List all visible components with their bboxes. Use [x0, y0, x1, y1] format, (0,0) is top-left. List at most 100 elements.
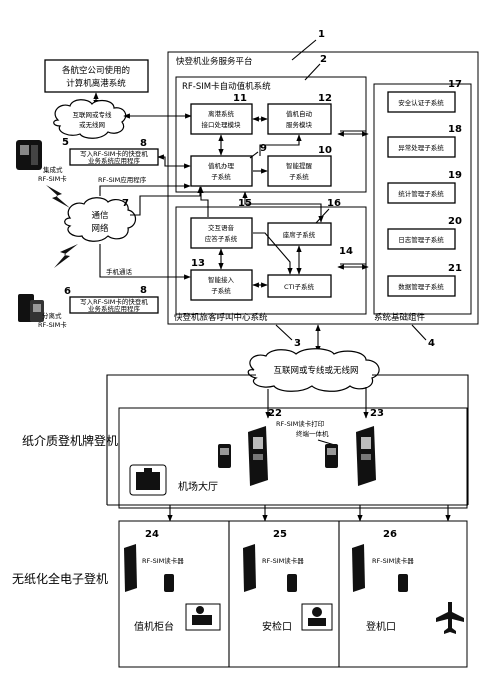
reader-icon	[352, 544, 365, 592]
label-17: 17	[448, 79, 462, 90]
basic-components-title: 系统基础组件	[374, 312, 426, 323]
paperless-box	[118, 520, 468, 668]
counter-icon	[185, 603, 221, 631]
cti-label: CTI子系统	[284, 282, 314, 291]
link-arrow-upper	[337, 130, 369, 137]
internet-top-line1: 互联网或专线	[73, 110, 113, 119]
phone-icon	[287, 574, 297, 592]
app-integrated-line2: 业务系统应用程序	[88, 156, 141, 165]
basic-components-box	[373, 83, 472, 315]
app-integrated-line1: 写入RF-SIM卡的快登机	[80, 149, 148, 158]
dcs-interface-box	[190, 103, 253, 135]
exception-box	[387, 136, 456, 158]
agent-box	[267, 222, 332, 246]
kiosk-line2: 终端一体机	[296, 429, 329, 438]
reader-icon	[243, 544, 256, 592]
label-8b: 8	[140, 285, 147, 296]
link-arrow-lower	[337, 263, 369, 270]
smart-reminder-box	[267, 155, 332, 187]
smart-access-box	[190, 269, 253, 301]
smart-access-line2: 子系统	[211, 286, 231, 295]
auto-checkin-line2: 服务模块	[286, 120, 313, 129]
paper-boarding-title: 纸介质登机牌登机	[22, 433, 118, 448]
rfsim-app-label: RF-SIM应用程序	[98, 175, 147, 184]
label-13: 13	[191, 258, 205, 269]
security-auth-label: 安全认证子系统	[398, 98, 444, 107]
security-gate-label: 安检口	[262, 620, 292, 633]
label-11: 11	[233, 93, 247, 104]
airport-hall-box	[118, 407, 468, 509]
internet-top-line2: 或无线网	[79, 120, 105, 129]
label-2: 2	[320, 54, 327, 65]
exception-label: 异常处理子系统	[398, 143, 444, 152]
airline-dcs-line2: 计算机离港系统	[66, 78, 126, 89]
data-mgmt-label: 数据管理子系统	[398, 282, 444, 291]
auto-checkin-box	[267, 103, 332, 135]
reader-label-26: RF-SIM读卡器	[372, 556, 414, 565]
label-3: 3	[294, 338, 301, 349]
kiosk-line1: RF-SIM读卡打印	[276, 419, 324, 428]
phone-icon	[398, 574, 408, 592]
lightning-icon	[54, 244, 78, 268]
label-20: 20	[448, 216, 462, 227]
comm-network-line1: 通信	[91, 210, 109, 221]
ivr-line2: 应答子系统	[205, 234, 238, 243]
lightning-icon	[46, 185, 70, 208]
label-1: 1	[318, 29, 325, 40]
auto-checkin-line1: 值机自动	[286, 109, 313, 118]
data-mgmt-box	[387, 275, 456, 297]
log-mgmt-label: 日志管理子系统	[398, 235, 444, 244]
dcs-interface-line1: 离港系统	[208, 109, 235, 118]
suitcase-icon	[129, 464, 167, 496]
phone-icon	[164, 574, 174, 592]
phone-icon	[18, 294, 44, 322]
security-auth-box	[387, 91, 456, 113]
label-8a: 8	[140, 138, 147, 149]
airplane-icon	[436, 602, 464, 634]
app-split-line2: 业务系统应用程序	[88, 304, 141, 313]
phone-call-label: 手机通话	[106, 267, 133, 276]
log-mgmt-box	[387, 228, 456, 250]
statistics-label: 统计管理子系统	[398, 189, 444, 198]
integrated-label2: RF-SIM卡	[38, 174, 67, 183]
label-10: 10	[318, 145, 332, 156]
label-25: 25	[273, 529, 287, 540]
label-5: 5	[62, 137, 69, 148]
split-label1: 分离式	[42, 311, 62, 320]
kiosk-icon	[248, 426, 268, 486]
label-16: 16	[327, 198, 341, 209]
call-center-title: 快登机旅客呼叫中心系统	[174, 312, 268, 323]
dcs-interface-line2: 接口处理模块	[202, 120, 242, 129]
kiosk-icon	[356, 426, 376, 486]
platform-title: 快登机业务服务平台	[176, 56, 253, 67]
label-21: 21	[448, 263, 462, 274]
airport-hall-label: 机场大厅	[178, 480, 218, 493]
checkin-handle-line1: 值机办理	[208, 161, 235, 170]
label-14: 14	[339, 246, 353, 257]
phone-icon	[218, 444, 231, 468]
phone-icon	[325, 444, 338, 468]
label-12: 12	[318, 93, 332, 104]
label-24: 24	[145, 529, 159, 540]
integrated-label1: 集成式	[43, 165, 63, 174]
reader-icon	[124, 544, 137, 592]
checkin-handle-box	[190, 155, 253, 187]
phone-icon	[16, 140, 42, 170]
comm-network-line2: 网络	[91, 223, 109, 234]
paperless-title: 无纸化全电子登机	[12, 571, 108, 586]
label-18: 18	[448, 124, 462, 135]
reader-label-24: RF-SIM读卡器	[142, 556, 184, 565]
checkin-system-title: RF-SIM卡自动值机系统	[182, 81, 271, 92]
airline-dcs-box	[44, 59, 149, 93]
internet-mid-label: 互联网或专线或无线网	[273, 365, 358, 376]
internet-cloud-top	[53, 99, 127, 139]
platform-box	[167, 51, 479, 325]
checkin-handle-line2: 子系统	[211, 172, 231, 181]
checkin-counter-label: 值机柜台	[134, 620, 174, 633]
statistics-box	[387, 182, 456, 204]
reader-label-25: RF-SIM读卡器	[262, 556, 304, 565]
smart-access-line1: 智能接入	[208, 275, 235, 284]
smart-reminder-line1: 智能提醒	[286, 161, 313, 170]
label-19: 19	[448, 170, 462, 181]
